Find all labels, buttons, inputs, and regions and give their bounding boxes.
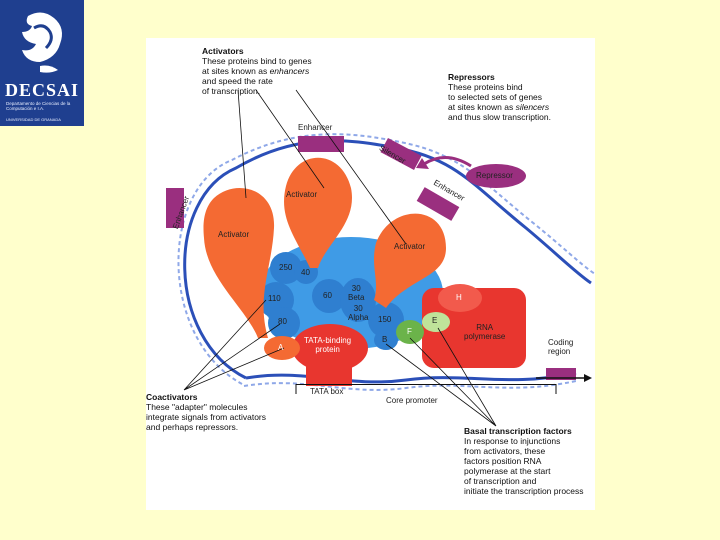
dna-strand-2 [177,133,595,385]
subunit-150-label: 150 [378,315,392,324]
crest-icon [22,12,62,73]
basal-line: factors position RNA [464,456,542,466]
factor-f-label: F [407,327,412,336]
logo-brand: DECSAI [4,80,80,100]
enhancer-site-top [298,136,344,152]
coactivators-line: integrate signals from activators [146,412,266,422]
transcription-diagram: Activators These proteins bind to genes … [146,38,595,510]
basal-line: of transcription and [464,476,537,486]
silencers-term: silencers [515,102,550,112]
enhancers-term: enhancers [269,66,310,76]
rna-polymerase-label: RNA polymerase [464,323,506,341]
basal-line: initiate the transcription process [464,486,584,496]
activators-line: at sites known as [202,66,270,76]
factor-a [264,336,300,360]
activators-annotation: Activators These proteins bind to genes … [202,46,312,96]
activators-line: of transcription. [202,86,261,96]
activators-heading: Activators [202,46,244,56]
activator-label-left: Activator [218,230,250,239]
repressors-line: at sites known as [448,102,516,112]
subunit-250 [270,252,302,284]
activator-top-shape [284,157,352,268]
factor-e-label: E [432,316,438,325]
factor-a-label: A [278,343,284,352]
subunit-150 [368,302,404,338]
tata-binding-label: TATA-binding protein [304,336,352,354]
subunit-30 [340,278,376,322]
basal-line: In response to injunctions [464,436,561,446]
subunit-60 [312,279,346,313]
enhancer-site-left [166,188,184,228]
coactivators-heading: Coactivators [146,392,198,402]
activators-line: These proteins bind to genes [202,56,312,66]
repressors-line: These proteins bind [448,82,523,92]
core-promoter-label: Core promoter [386,396,438,405]
subunit-80 [268,307,300,339]
repressors-annotation: Repressors These proteins bind to select… [448,72,551,122]
dna-strand-1 [183,139,592,380]
subunit-30-beta-label: 30 Beta [348,284,365,302]
factor-b-label: B [382,335,388,344]
repressor-shape [466,164,526,188]
logo-department: Departamento de Ciencias de la Computaci… [6,101,71,111]
factor-b [374,330,398,350]
subunit-60-label: 60 [323,291,332,300]
logo-university: UNIVERSIDAD DE GRANADA [6,117,61,122]
silencer-site [380,138,422,170]
repressors-heading: Repressors [448,72,495,82]
dna-bottom-2 [243,380,577,391]
factor-h-label: H [456,293,462,302]
activator-right-shape [374,213,446,308]
activator-label-right: Activator [394,242,426,251]
coding-region-label: Coding region [548,338,574,356]
basal-factors-annotation: Basal transcription factors In response … [464,426,584,496]
factor-e [422,312,450,332]
activators-line: and speed the rate [202,76,273,86]
tata-box-shape [306,358,352,386]
coactivators-annotation: Coactivators These "adapter" molecules i… [146,392,266,432]
enhancer-label-top: Enhancer [298,123,333,132]
coactivators-line: and perhaps repressors. [146,422,239,432]
repressor-arrow [423,156,472,168]
decsai-logo: DECSAI Departamento de Ciencias de la Co… [0,0,84,126]
basal-line: polymerase at the start [464,466,551,476]
subunit-40-label: 40 [301,268,310,277]
factor-f [396,320,424,344]
dna-bottom [245,371,577,384]
subunit-80-label: 80 [278,317,287,326]
basal-heading: Basal transcription factors [464,426,572,436]
diagram-graphics [166,89,595,427]
tata-box-label: TATA box [310,387,344,396]
activator-left-shape [203,188,275,338]
repressors-line: and thus slow transcription. [448,112,551,122]
subunit-110-label: 110 [268,294,281,303]
basal-line: from activators, these [464,446,546,456]
subunit-30-alpha-label: 30 Alpha [348,304,369,322]
repressors-line: to selected sets of genes [448,92,543,102]
repressor-label: Repressor [476,171,513,180]
subunit-250-label: 250 [279,263,293,272]
enhancer-site-right [416,187,460,221]
coding-region-site [546,368,576,380]
factor-h [438,284,482,312]
coactivators-line: These "adapter" molecules [146,402,248,412]
activator-label-top: Activator [286,190,318,199]
